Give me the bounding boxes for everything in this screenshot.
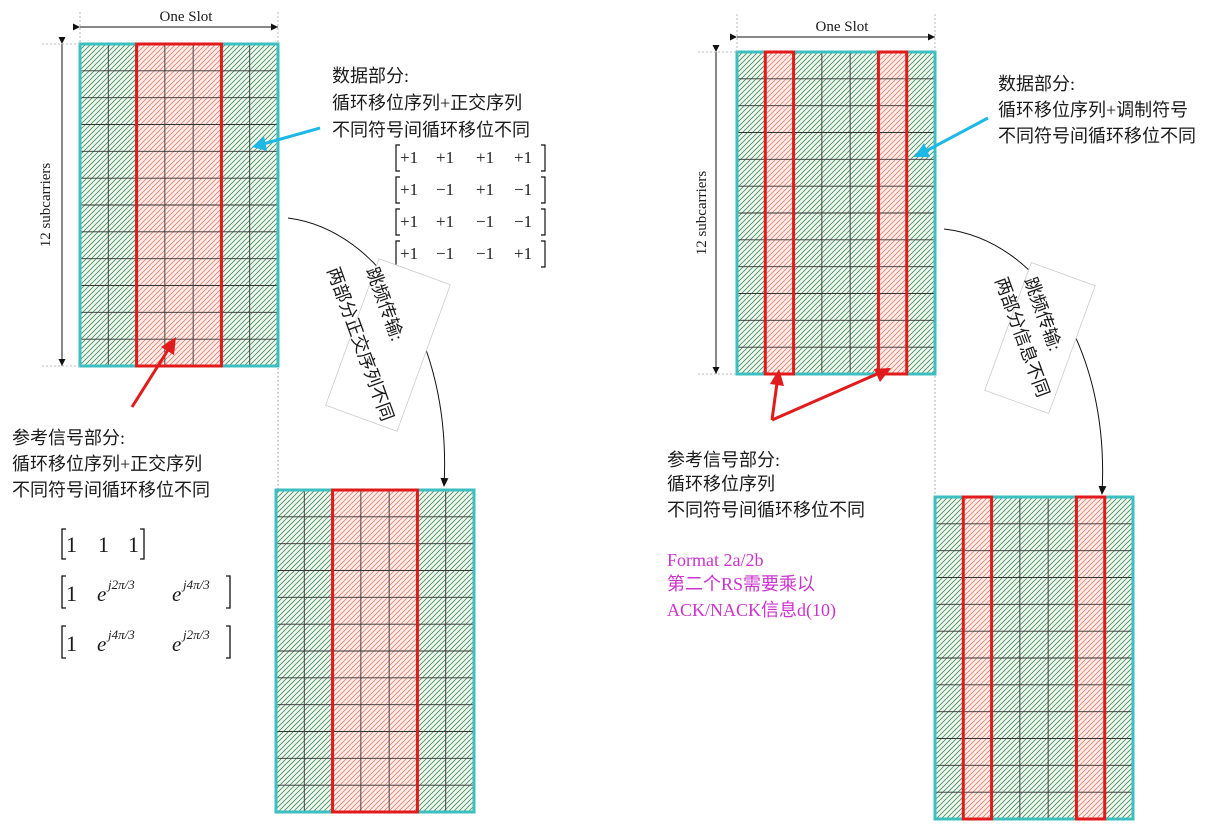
left-data-line-2: 不同符号间循环移位不同	[332, 120, 530, 140]
rs-v2-e1: e	[97, 582, 106, 606]
matrix-cell: +1	[400, 180, 418, 199]
left-subcarrier-label: 12 subcarriers	[38, 163, 54, 248]
right-slot-dimension: One Slot	[730, 14, 936, 52]
left-data-matrix: +1 +1 +1 +1 +1 −1 +1 −1 +1 +1 −1 −1 +1 −1 −1 +1	[395, 144, 546, 268]
right-rs-text: 参考信号部分: 循环移位序列 不同符号间循环移位不同	[667, 450, 865, 520]
matrix-bracket-right	[541, 208, 546, 236]
left-data-line-1: 循环移位序列+正交序列	[332, 93, 522, 113]
right-grid-2-rs-block-2	[1074, 495, 1107, 821]
right-blue-arrow	[914, 116, 989, 157]
matrix-bracket-right	[541, 176, 546, 204]
matrix-cell: −1	[476, 212, 494, 231]
matrix-cell: +1	[436, 212, 454, 231]
left-grid-2-rs-block-1	[331, 488, 419, 814]
left-data-title: 数据部分:	[332, 66, 409, 86]
matrix-cell: −1	[514, 180, 532, 199]
rs-v1-b: 1	[98, 532, 109, 557]
left-hop-label	[325, 258, 451, 432]
left-slot-dimension: One Slot	[73, 9, 279, 42]
right-subcarrier-label: 12 subcarriers	[694, 171, 710, 256]
rs-v3-s2: j2π/3	[181, 627, 210, 642]
matrix-cell: +1	[436, 148, 454, 167]
left-red-arrow	[130, 337, 176, 408]
left-slot-grid-1	[78, 42, 280, 368]
matrix-cell: +1	[400, 148, 418, 167]
matrix-bracket-left	[395, 208, 400, 236]
right-data-title: 数据部分:	[998, 74, 1075, 94]
right-rs-title: 参考信号部分:	[667, 450, 780, 470]
rs-vector-3: 1 e j4π/3 e j2π/3	[61, 625, 231, 659]
left-subcarrier-dimension: 12 subcarriers	[38, 37, 80, 367]
left-slot-grid-2	[274, 488, 476, 814]
right-rs-line-2: 不同符号间循环移位不同	[667, 500, 865, 520]
right-red-arrows	[770, 368, 891, 422]
right-grid-2-frame	[933, 495, 1135, 821]
right-data-text: 数据部分: 循环移位序列+调制符号 不同符号间循环移位不同	[998, 74, 1196, 146]
rs-vector-2: 1 e j2π/3 e j4π/3	[61, 575, 231, 609]
right-hop-label	[984, 261, 1096, 415]
rs-v3-e1: e	[97, 632, 106, 656]
format-line-2: ACK/NACK信息d(10)	[667, 600, 836, 621]
right-subcarrier-dimension: 12 subcarriers	[694, 45, 737, 375]
matrix-bracket-left	[395, 176, 400, 204]
format-line-0: Format 2a/2b	[667, 550, 764, 570]
right-slot-grid-1	[735, 50, 937, 376]
matrix-cell: +1	[514, 244, 532, 263]
left-rs-vectors: 1 1 1 1 e j2π/3 e j4π/3 1 e j4π/3 e j2π/…	[61, 528, 231, 659]
rs-v2-e2: e	[172, 582, 181, 606]
right-data-line-2: 不同符号间循环移位不同	[998, 126, 1196, 146]
left-rs-line-2: 不同符号间循环移位不同	[12, 480, 210, 500]
rs-v1-a: 1	[66, 532, 77, 557]
rs-v1-c: 1	[128, 532, 139, 557]
rs-v3-e2: e	[172, 632, 181, 656]
right-format-note: Format 2a/2b 第二个RS需要乘以 ACK/NACK信息d(10)	[667, 550, 836, 621]
matrix-bracket-left	[395, 144, 400, 172]
matrix-cell: +1	[476, 148, 494, 167]
format-line-1: 第二个RS需要乘以	[667, 574, 815, 594]
left-grid-1-rs-block-1	[135, 42, 223, 368]
left-data-text: 数据部分: 循环移位序列+正交序列 不同符号间循环移位不同	[332, 66, 530, 140]
matrix-bracket-right	[541, 240, 546, 268]
rs-v3-s1: j4π/3	[106, 627, 135, 642]
rs-v2-s1: j2π/3	[106, 577, 135, 592]
right-grid-1-rs-block-2	[876, 50, 909, 376]
right-grid-2-rs-block-1	[961, 495, 994, 821]
matrix-cell: +1	[400, 212, 418, 231]
rs-v2-s2: j4π/3	[181, 577, 210, 592]
right-slot-grid-2	[933, 495, 1135, 821]
matrix-cell: −1	[436, 244, 454, 263]
left-slot-label: One Slot	[160, 9, 214, 25]
left-rs-line-1: 循环移位序列+正交序列	[12, 454, 202, 474]
right-grid-1-frame	[735, 50, 937, 376]
matrix-cell: −1	[436, 180, 454, 199]
rs-vector-1: 1 1 1	[61, 528, 145, 560]
rs-v3-a: 1	[66, 631, 77, 656]
matrix-cell: −1	[514, 212, 532, 231]
left-rs-title: 参考信号部分:	[12, 428, 125, 448]
left-rs-text: 参考信号部分: 循环移位序列+正交序列 不同符号间循环移位不同	[12, 428, 210, 500]
matrix-cell: +1	[400, 244, 418, 263]
right-data-line-1: 循环移位序列+调制符号	[998, 100, 1188, 120]
matrix-cell: −1	[476, 244, 494, 263]
rs-v2-a: 1	[66, 581, 77, 606]
matrix-cell: +1	[514, 148, 532, 167]
matrix-cell: +1	[476, 180, 494, 199]
right-slot-label: One Slot	[816, 19, 870, 35]
left-blue-arrow	[252, 126, 321, 151]
right-rs-line-1: 循环移位序列	[667, 474, 775, 494]
matrix-bracket-right	[541, 144, 546, 172]
